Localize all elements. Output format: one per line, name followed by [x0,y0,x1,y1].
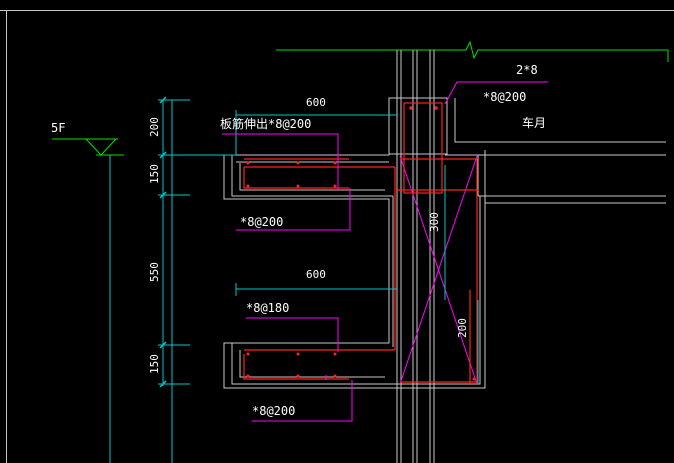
dim-v-200: 200 [148,117,161,137]
dim-mid-width: 600 [306,268,326,281]
dim-top-width: 600 [306,96,326,109]
slab-break-line [276,40,669,62]
column-cross-mark [399,155,478,385]
rebar-dots [246,106,476,381]
dim-column-200: 200 [456,318,469,338]
dimension-ticks [159,96,167,388]
level-label: 5F [51,121,65,135]
dim-v-150-bottom: 150 [148,354,161,374]
top-slab-rebar-label: 板筋伸出*8@200 [220,116,311,131]
drawing-text: 5F 600 600 200 150 550 150 300 200 2*8 *… [51,63,546,418]
dim-v-550: 550 [148,262,161,282]
concrete-outline [223,50,666,463]
leader-lines [222,81,548,422]
viewport-frame [0,10,674,463]
lower-ledge-bottom-rebar-label: *8@200 [252,404,295,418]
upper-ledge-rebar-label: *8@200 [240,215,283,229]
dim-column-300: 300 [428,212,441,232]
column-note-label: 车月 [522,115,546,130]
column-bars-label: 2*8 [516,63,538,77]
dim-v-150-top: 150 [148,164,161,184]
lower-ledge-top-rebar-label: *8@180 [246,301,289,315]
rebar-lines [243,102,478,385]
column-stirrup-label: *8@200 [483,90,526,104]
level-marker [52,138,124,156]
